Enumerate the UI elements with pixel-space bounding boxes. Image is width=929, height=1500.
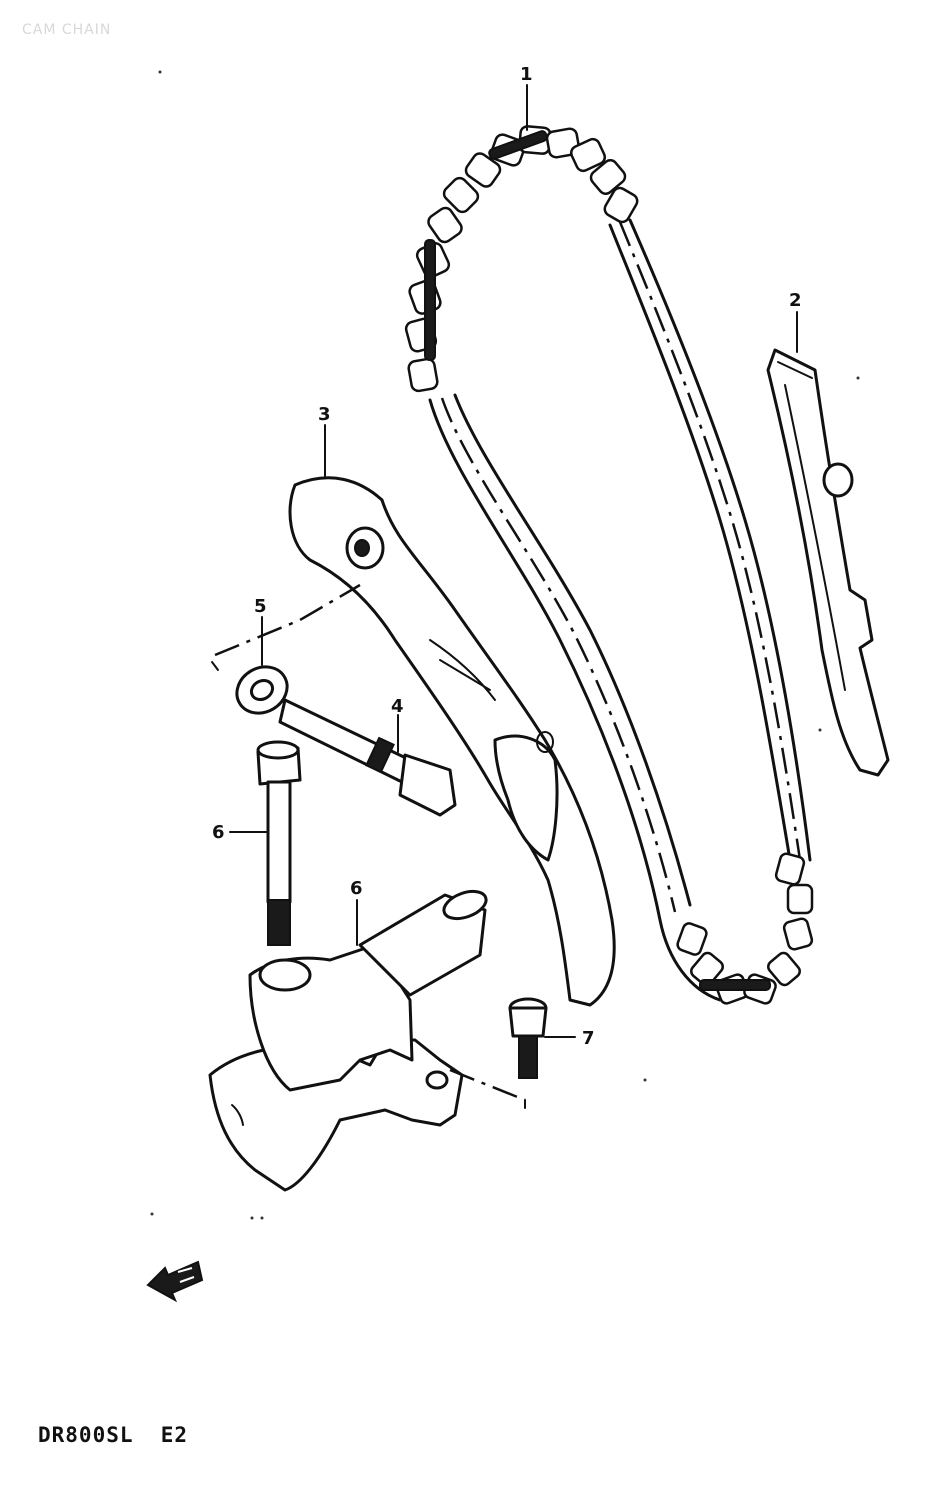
callout-6b: 6: [350, 878, 363, 899]
cam-chain: [404, 125, 814, 1005]
front-arrow-icon: [146, 1260, 204, 1303]
tensioner-adjuster: [208, 889, 488, 1192]
callout-5: 5: [254, 596, 267, 617]
tensioner-arm: [288, 476, 616, 1007]
callout-6a: 6: [212, 822, 225, 843]
pivot-bolt: [278, 698, 457, 817]
leader-washer: [214, 583, 361, 657]
callout-3: 3: [318, 404, 331, 425]
callout-4: 4: [391, 696, 404, 717]
callout-1: 1: [520, 64, 533, 85]
small-bolt: [508, 997, 548, 1079]
faint-title: CAM CHAIN: [22, 22, 111, 38]
scan-specks: [150, 70, 860, 1220]
chain-guide: [766, 348, 890, 777]
callout-7: 7: [582, 1028, 595, 1049]
chain-links-top: [404, 125, 639, 393]
callout-leaders: [229, 84, 798, 1038]
leader-bracket-5: [211, 661, 219, 671]
model-code: DR800SL E2: [38, 1423, 188, 1447]
washer: [235, 665, 289, 715]
callout-2: 2: [789, 290, 802, 311]
chain-links-bottom: [676, 852, 814, 1005]
leader-small-bolt: [449, 1068, 526, 1102]
long-bolt: [256, 740, 302, 946]
